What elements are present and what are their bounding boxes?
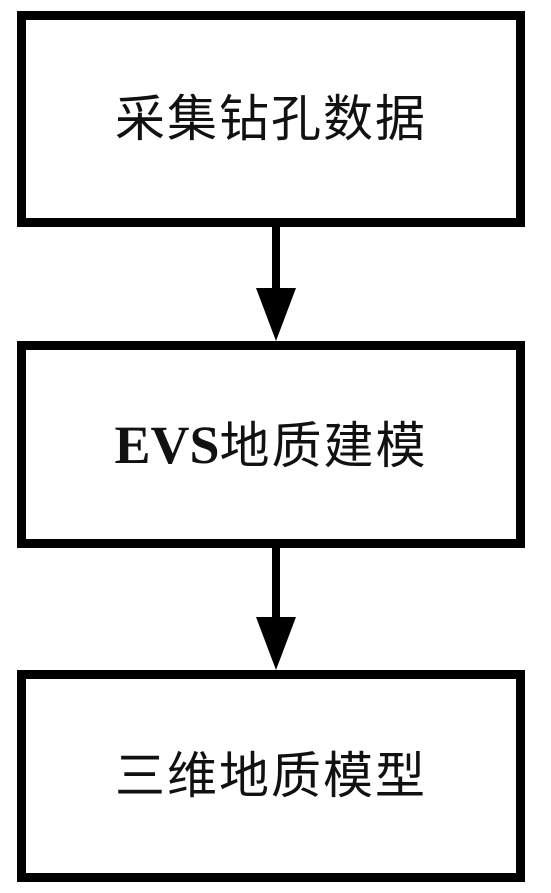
step-label-collect-borehole-data: 采集钻孔数据 <box>115 90 427 148</box>
flow-arrow-2-head <box>256 617 296 670</box>
flow-arrow-1 <box>256 222 296 341</box>
step-label-evs-prefix: EVS <box>114 414 220 475</box>
step-label-3d-geological-model: 三维地质模型 <box>115 747 427 805</box>
flow-arrow-1-head <box>256 288 296 341</box>
step-box-evs-geological-modeling: EVS地质建模 <box>17 341 525 548</box>
step-box-3d-geological-model: 三维地质模型 <box>17 670 525 882</box>
step-label-geological-modeling: 地质建模 <box>219 416 428 475</box>
step-box-collect-borehole-data: 采集钻孔数据 <box>17 11 525 227</box>
step-label-evs-geological-modeling: EVS地质建模 <box>114 418 427 472</box>
flow-arrow-2 <box>256 543 296 670</box>
